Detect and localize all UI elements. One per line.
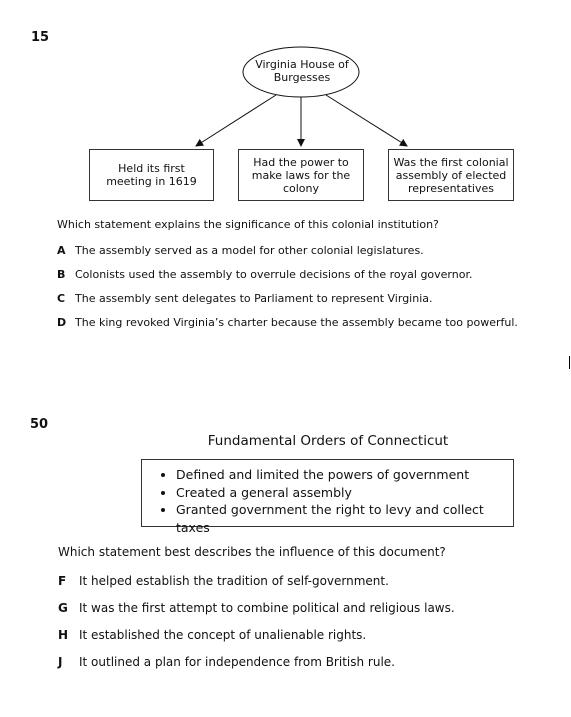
answer-choice-f[interactable]: F It helped establish the tradition of se… <box>58 574 389 588</box>
document-bullet: Created a general assembly <box>176 484 513 502</box>
diagram-connectors <box>195 46 408 147</box>
answer-choice-c[interactable]: C The assembly sent delegates to Parliame… <box>57 292 433 305</box>
question-stem-15: Which statement explains the significanc… <box>57 218 439 231</box>
question-stem-50: Which statement best describes the influ… <box>58 545 446 559</box>
text-cursor <box>569 356 570 369</box>
choice-letter: H <box>58 628 69 642</box>
diagram-fact-box-2: Had the power to make laws for the colon… <box>238 149 364 201</box>
choice-text: The assembly sent delegates to Parliamen… <box>75 292 433 305</box>
answer-choice-a[interactable]: A The assembly served as a model for othe… <box>57 244 424 257</box>
arrow-right <box>325 94 408 147</box>
question-number-15: 15 <box>31 30 50 45</box>
answer-choice-h[interactable]: H It established the concept of unalienab… <box>58 628 366 642</box>
answer-choice-g[interactable]: G It was the first attempt to combine pol… <box>58 601 455 615</box>
choice-letter: F <box>58 574 67 588</box>
choice-letter: B <box>57 268 66 281</box>
choice-letter: A <box>57 244 66 257</box>
choice-text: The king revoked Virginia’s charter beca… <box>75 316 518 329</box>
choice-letter: G <box>58 601 68 615</box>
choice-text: The assembly served as a model for other… <box>75 244 424 257</box>
choice-letter: J <box>58 655 63 669</box>
document-bullet-list: Defined and limited the powers of govern… <box>142 460 513 536</box>
choice-text: Colonists used the assembly to overrule … <box>75 268 473 281</box>
diagram-fact-box-1: Held its first meeting in 1619 <box>89 149 214 201</box>
choice-text: It outlined a plan for independence from… <box>79 655 395 669</box>
arrow-left <box>195 94 277 147</box>
question-number-50: 50 <box>30 417 49 432</box>
choice-text: It helped establish the tradition of sel… <box>79 574 389 588</box>
document-title: Fundamental Orders of Connecticut <box>207 433 449 449</box>
choice-letter: D <box>57 316 67 329</box>
diagram-fact-box-3: Was the first colonial assembly of elect… <box>388 149 514 201</box>
choice-text: It established the concept of unalienabl… <box>79 628 367 642</box>
document-summary-box: Defined and limited the powers of govern… <box>141 459 514 535</box>
choice-letter: C <box>57 292 66 305</box>
answer-choice-b[interactable]: B Colonists used the assembly to overrule… <box>57 268 472 281</box>
choice-text: It was the first attempt to combine poli… <box>79 601 455 615</box>
answer-choice-j[interactable]: J It outlined a plan for independence fro… <box>58 655 395 669</box>
diagram-center-label: Virginia House of Burgesses <box>255 58 349 84</box>
document-bullet: Granted government the right to levy and… <box>176 501 513 536</box>
document-bullet: Defined and limited the powers of govern… <box>176 466 513 484</box>
answer-choice-d[interactable]: D The king revoked Virginia’s charter bec… <box>57 316 518 329</box>
